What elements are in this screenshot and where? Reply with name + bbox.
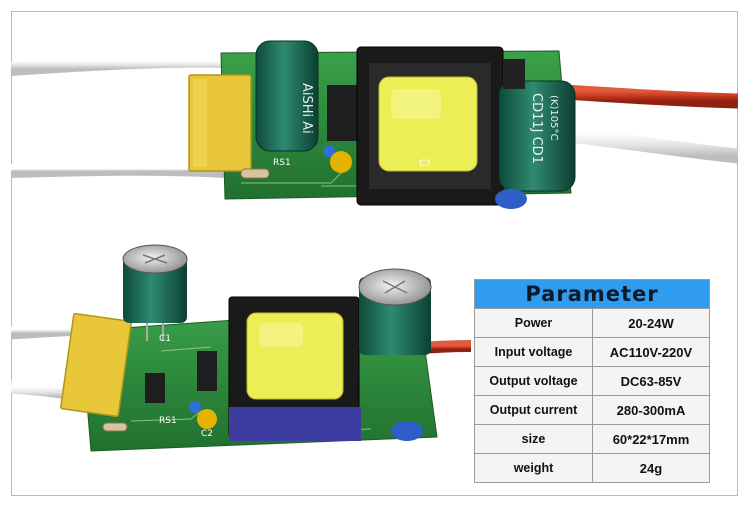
product-photo: AiSHi Ai CD11J CD1 (K)105°C RS1 C3 <box>11 40 738 452</box>
top-driver-board: AiSHi Ai CD11J CD1 (K)105°C RS1 C3 <box>11 40 738 209</box>
row-value: AC110V-220V <box>592 337 710 367</box>
table-row: Power 20-24W <box>474 308 710 338</box>
table-row: Output voltage DC63-85V <box>474 366 710 396</box>
small-cap-text: AiSHi Ai <box>299 83 314 134</box>
row-label: Input voltage <box>474 337 593 367</box>
row-label: size <box>474 424 593 454</box>
row-value: DC63-85V <box>592 366 710 396</box>
parameter-title: Parameter <box>474 279 710 309</box>
table-row: Output current 280-300mA <box>474 395 710 425</box>
row-value: 60*22*17mm <box>592 424 710 454</box>
top-cap-text: CD11J CD1 <box>529 93 544 164</box>
bottom-driver-board: RS1 C1 C2 <box>11 244 472 452</box>
row-label: Output current <box>474 395 593 425</box>
parameter-table: Parameter Power 20-24W Input voltage AC1… <box>474 279 710 483</box>
table-row: weight 24g <box>474 453 710 483</box>
c3-label: C3 <box>419 159 431 169</box>
table-row: size 60*22*17mm <box>474 424 710 454</box>
row-value: 280-300mA <box>592 395 710 425</box>
row-label: Power <box>474 308 593 338</box>
top-cap-temp: (K)105°C <box>548 95 559 140</box>
row-label: Output voltage <box>474 366 593 396</box>
row-label: weight <box>474 453 593 483</box>
row-value: 20-24W <box>592 308 710 338</box>
resistor-label-bottom: RS1 <box>159 416 177 426</box>
resistor-label-top: RS1 <box>273 158 291 168</box>
row-value: 24g <box>592 453 710 483</box>
c1-label: C1 <box>159 334 171 344</box>
table-row: Input voltage AC110V-220V <box>474 337 710 367</box>
c2-label: C2 <box>201 429 213 439</box>
